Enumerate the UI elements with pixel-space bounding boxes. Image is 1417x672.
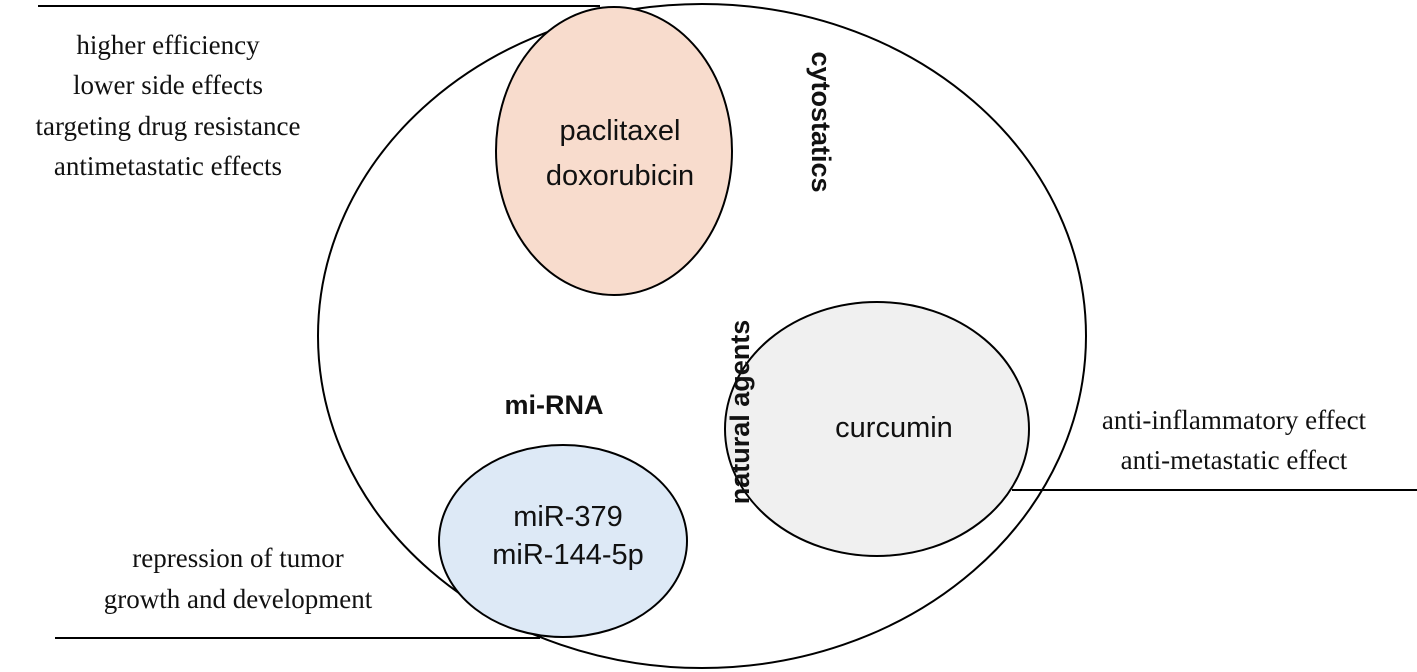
- benefit-text: lower side effects: [73, 70, 263, 100]
- natural-agents-label: natural agents: [725, 320, 755, 505]
- mirna-effect: repression of tumor: [132, 543, 343, 573]
- benefit-text: antimetastatic effects: [54, 151, 282, 181]
- natural-agents-effect: anti-inflammatory effect: [1102, 405, 1367, 435]
- benefit-text: higher efficiency: [76, 30, 260, 60]
- cytostatics-label: cytostatics: [806, 51, 836, 192]
- benefit-text: targeting drug resistance: [36, 111, 301, 141]
- cytostatics-circle: [495, 6, 733, 296]
- outer-carrier-circle: [317, 3, 1087, 669]
- mirna-effect: growth and development: [104, 584, 373, 614]
- cytostatics-item: paclitaxel: [560, 115, 681, 147]
- mirna-circle: [438, 444, 688, 638]
- mirna-item: miR-379: [513, 501, 623, 533]
- natural-agents-item: curcumin: [835, 412, 953, 444]
- natural-agents-effect: anti-metastatic effect: [1121, 445, 1348, 475]
- mirna-item: miR-144-5p: [492, 539, 644, 571]
- mirna-label: mi-RNA: [505, 390, 604, 420]
- benefits-list: higher efficiency lower side effects tar…: [36, 30, 301, 181]
- natural-agents-circle: [724, 301, 1030, 557]
- cytostatics-item: doxorubicin: [546, 160, 694, 192]
